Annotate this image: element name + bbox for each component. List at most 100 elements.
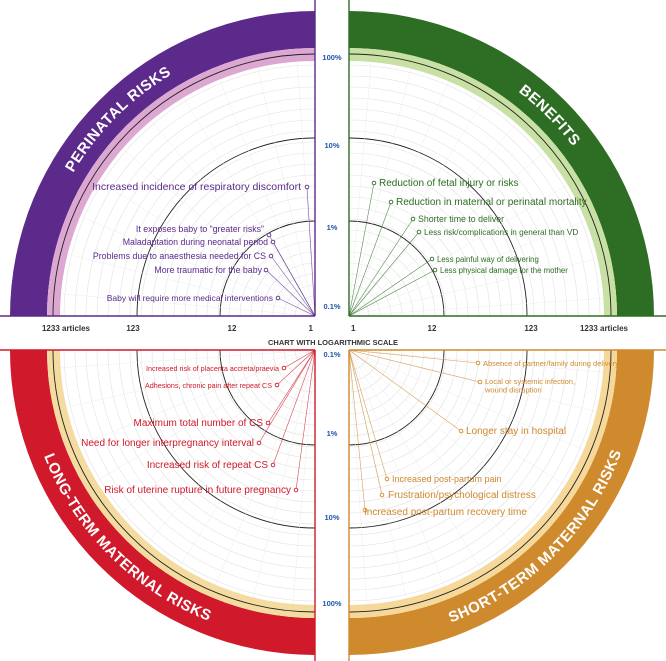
grid-ray	[66, 349, 316, 408]
y-tick-label-lower: 1%	[327, 429, 338, 438]
data-point	[270, 239, 276, 245]
y-tick-label-lower: 10%	[324, 513, 339, 522]
series-top-left: Increased incidence of respiratory disco…	[92, 181, 316, 317]
grid-arc	[348, 207, 458, 317]
data-label: Frustration/psychological distress	[388, 490, 536, 501]
grid-arc	[129, 349, 316, 536]
grid-arc	[173, 349, 316, 492]
grid-arc	[107, 349, 316, 558]
grid-arc	[107, 108, 316, 317]
grid-ray	[253, 349, 316, 598]
scale-circle	[219, 349, 316, 446]
x-tick-label-left: 12	[228, 324, 237, 333]
grid-arc	[96, 97, 316, 317]
grid-arc	[348, 97, 568, 317]
grid-arc	[348, 349, 370, 371]
grid-arc	[348, 108, 557, 317]
grid-arc	[348, 349, 458, 459]
data-point	[263, 267, 269, 273]
grid-ray	[348, 349, 566, 486]
scale-circle	[348, 53, 612, 317]
data-label: Increased risk of placenta accreta/praev…	[146, 364, 279, 373]
data-ray	[265, 269, 316, 317]
data-label: Longer stay in hospital	[466, 426, 566, 437]
data-ray	[306, 186, 316, 317]
data-point	[268, 253, 274, 259]
chart-scale-label: CHART WITH LOGARITHMIC SCALE	[268, 338, 398, 347]
grid-arc	[348, 349, 513, 514]
grid-arc	[348, 86, 579, 317]
data-point	[384, 476, 390, 482]
grid-arc	[348, 130, 535, 317]
data-label: Increased post-partum recovery time	[364, 507, 527, 518]
scale-circle	[348, 220, 445, 317]
grid-ray	[119, 349, 316, 515]
grid-ray	[67, 254, 316, 317]
grid-arc	[348, 349, 524, 525]
grid-arc	[173, 174, 316, 317]
data-label: Problems due to anaesthesia needed for C…	[93, 251, 266, 261]
x-tick-label-left: 123	[126, 324, 140, 333]
grid-arc	[140, 349, 316, 525]
scale-circle	[52, 349, 316, 613]
grid-arc	[261, 262, 316, 317]
grid-arc	[348, 196, 469, 317]
data-point	[429, 256, 435, 262]
data-label: Less physical damage for the mother	[440, 266, 568, 275]
data-ray	[348, 258, 433, 317]
grid-ray	[348, 297, 604, 317]
grid-arc	[283, 284, 316, 317]
scale-circle	[348, 349, 528, 529]
data-label: More traumatic for the baby	[154, 265, 262, 275]
data-point	[362, 507, 368, 513]
series-bottom-right: Absence of partner/family during deliver…	[348, 349, 619, 518]
x-tick-label-left: 1	[309, 324, 314, 333]
grid-ray	[348, 349, 368, 605]
grid-ray	[348, 184, 568, 317]
x-tick-label-right: 1	[351, 324, 356, 333]
grid-ray	[96, 349, 316, 482]
data-label: Absence of partner/family during deliver…	[483, 359, 619, 368]
data-point	[281, 365, 287, 371]
data-ray	[277, 297, 316, 317]
grid-ray	[348, 123, 517, 317]
grid-arc	[250, 251, 316, 317]
grid-arc	[228, 229, 316, 317]
scale-circle	[348, 349, 445, 446]
data-points: Increased incidence of respiratory disco…	[81, 178, 619, 518]
scale-circle	[136, 137, 316, 317]
series-bottom-left: Increased risk of placenta accreta/praev…	[81, 349, 316, 496]
grid-ray	[348, 349, 542, 518]
data-ray	[348, 349, 383, 496]
data-ray	[295, 349, 316, 491]
grid-arc	[206, 207, 316, 317]
data-label: It exposes baby to “greater risks”	[136, 224, 264, 234]
data-ray	[348, 349, 481, 383]
data-label: Increased post-partum pain	[392, 474, 502, 484]
grid-arc	[348, 174, 491, 317]
grid-arc	[348, 349, 392, 393]
data-label: Reduction in maternal or perinatal morta…	[396, 197, 587, 208]
quadrant-title-top-left: PERINATAL RISKS	[62, 63, 174, 175]
scale-circle	[348, 349, 612, 613]
grid-ray	[122, 148, 316, 317]
grid-arc	[151, 152, 316, 317]
grid-ray	[150, 120, 316, 317]
grid-arc	[283, 349, 316, 382]
data-point	[379, 492, 385, 498]
grid-arc	[195, 196, 316, 317]
data-label: Shorter time to deliver	[418, 214, 504, 224]
band-inner-bottom-left	[47, 350, 315, 618]
grid-arc	[272, 273, 316, 317]
band-bottom-left	[10, 350, 315, 655]
band-top-left	[10, 11, 315, 316]
data-point	[371, 180, 377, 186]
data-ray	[348, 269, 436, 317]
grid-arc	[348, 295, 370, 317]
data-point	[265, 420, 271, 426]
data-ray	[283, 349, 316, 369]
data-point	[416, 229, 422, 235]
data-ray	[348, 349, 388, 480]
